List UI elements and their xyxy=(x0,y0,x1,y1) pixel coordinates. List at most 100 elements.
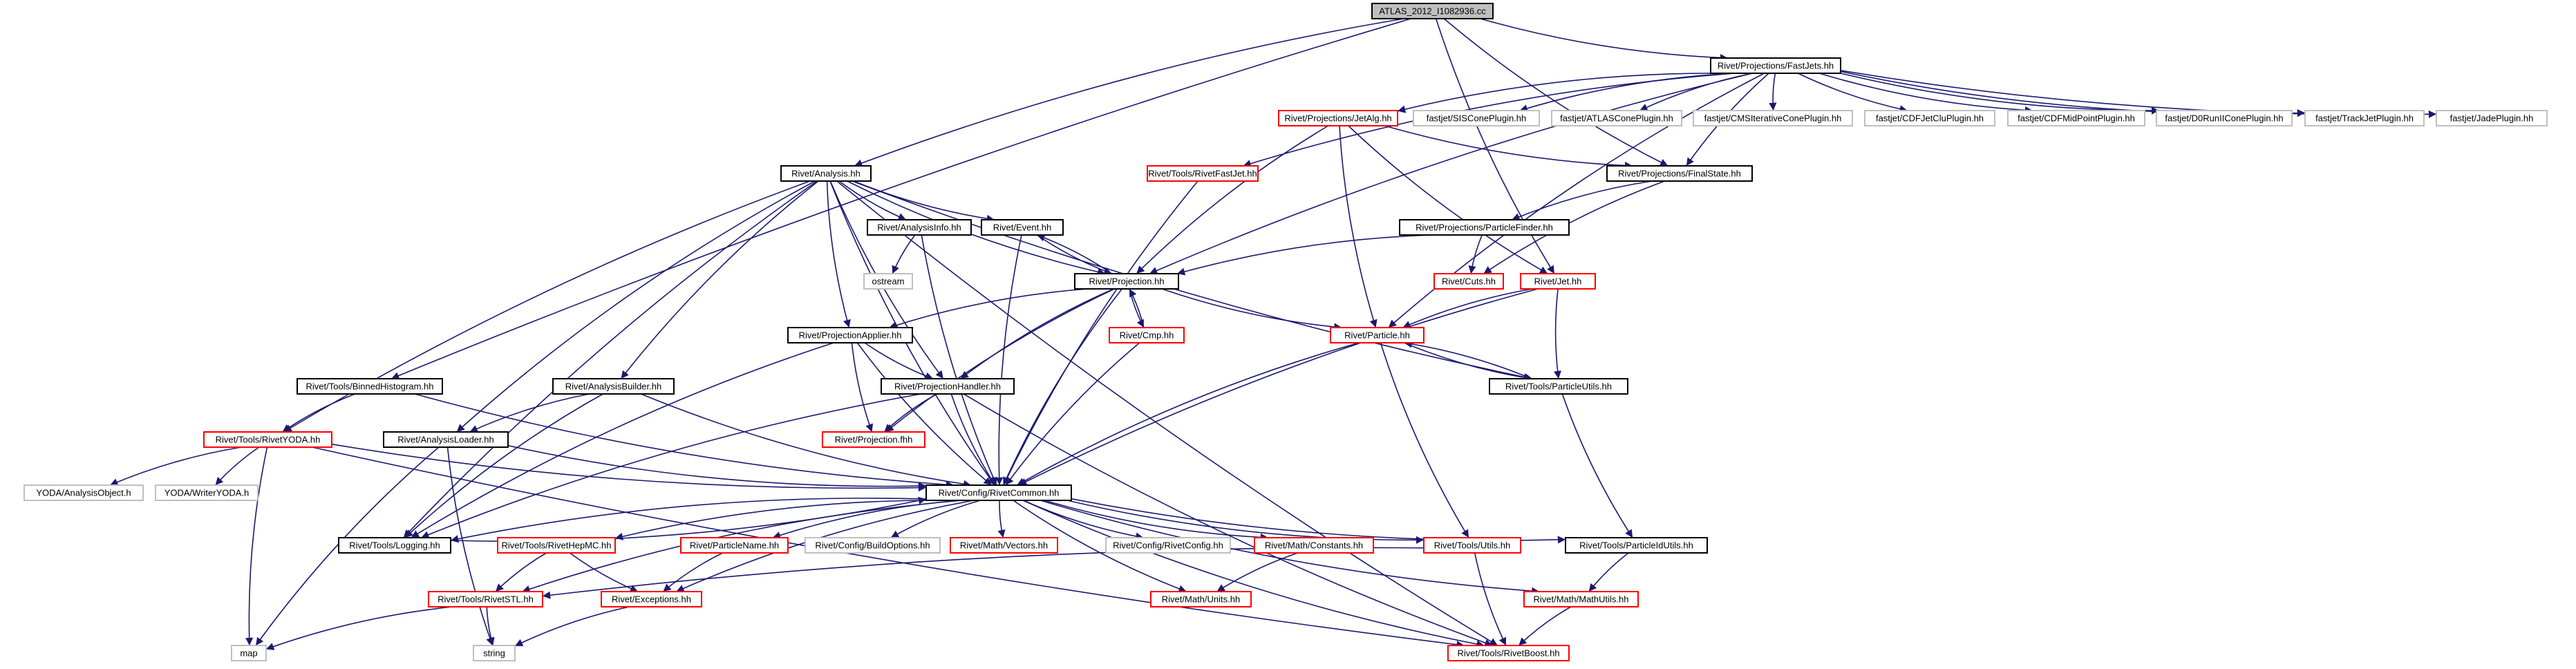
node-particle[interactable]: Rivet/Particle.hh xyxy=(1330,327,1425,343)
node-label: Rivet/Math/MathUtils.hh xyxy=(1534,594,1629,605)
node-label: Rivet/Math/Units.hh xyxy=(1162,594,1240,605)
node-label: Rivet/Exceptions.hh xyxy=(612,594,691,605)
node-rivetcommon[interactable]: Rivet/Config/RivetCommon.hh xyxy=(925,484,1072,501)
node-particlename[interactable]: Rivet/ParticleName.hh xyxy=(680,537,789,554)
node-analysisloader[interactable]: Rivet/AnalysisLoader.hh xyxy=(383,431,509,448)
edge-analysis-to-analysisbuilder xyxy=(620,180,819,379)
node-hepmc[interactable]: Rivet/Tools/RivetHepMC.hh xyxy=(497,537,616,554)
node-cdfjetclu[interactable]: fastjet/CDFJetCluPlugin.hh xyxy=(1864,110,1995,126)
node-analysisinfo[interactable]: Rivet/AnalysisInfo.hh xyxy=(867,219,972,236)
edge-root-to-finalstate xyxy=(1443,18,1668,167)
node-box xyxy=(805,537,941,554)
node-box xyxy=(1150,591,1252,607)
node-box xyxy=(2156,110,2293,126)
node-box xyxy=(473,645,516,661)
edge-analysis-to-particleutils xyxy=(852,180,1533,381)
node-utils[interactable]: Rivet/Tools/Utils.hh xyxy=(1423,537,1521,554)
edge-fastjets-to-trackjet xyxy=(1840,70,2306,117)
node-event[interactable]: Rivet/Event.hh xyxy=(981,219,1064,236)
node-box xyxy=(231,645,267,661)
node-string[interactable]: string xyxy=(473,645,516,661)
node-projection[interactable]: Rivet/Projection.hh xyxy=(1074,273,1179,290)
node-label: fastjet/CMSIterativeConePlugin.hh xyxy=(1704,113,1842,124)
edge-fastjets-to-cdfjetclu xyxy=(1797,73,1908,113)
node-siscone[interactable]: fastjet/SISConePlugin.hh xyxy=(1413,110,1540,126)
node-vectors[interactable]: Rivet/Math/Vectors.hh xyxy=(950,537,1058,554)
node-label: Rivet/Cmp.hh xyxy=(1120,330,1174,341)
edge-analysisinfo-to-ostream xyxy=(892,234,916,274)
edge-hepmc-to-exceptions xyxy=(569,552,639,592)
node-label: Rivet/ProjectionHandler.hh xyxy=(894,381,1001,392)
node-mathutils[interactable]: Rivet/Math/MathUtils.hh xyxy=(1523,591,1639,607)
node-fastjets[interactable]: Rivet/Projections/FastJets.hh xyxy=(1710,57,1841,74)
node-label: Rivet/Tools/BinnedHistogram.hh xyxy=(306,381,434,392)
node-yodaao[interactable]: YODA/AnalysisObject.h xyxy=(23,484,144,501)
node-atlascone[interactable]: fastjet/ATLASConePlugin.hh xyxy=(1551,110,1682,126)
node-ostream[interactable]: ostream xyxy=(863,273,913,290)
node-projapplier[interactable]: Rivet/ProjectionApplier.hh xyxy=(787,327,913,343)
node-label: Rivet/Analysis.hh xyxy=(791,169,861,179)
edge-projhandler-to-rivetboost xyxy=(963,393,1493,647)
edge-jet-to-particle xyxy=(1402,288,1533,328)
node-map[interactable]: map xyxy=(231,645,267,661)
edge-mathutils-to-rivetboost xyxy=(1518,606,1572,646)
node-cdfmid[interactable]: fastjet/CDFMidPointPlugin.hh xyxy=(2007,110,2145,126)
node-binned[interactable]: Rivet/Tools/BinnedHistogram.hh xyxy=(297,378,443,395)
node-cmsit[interactable]: fastjet/CMSIterativeConePlugin.hh xyxy=(1693,110,1853,126)
node-label: Rivet/Config/BuildOptions.hh xyxy=(815,540,930,551)
edge-analysis-to-projapplier xyxy=(826,180,851,328)
node-trackjet[interactable]: fastjet/TrackJetPlugin.hh xyxy=(2304,110,2425,126)
node-analysisbuilder[interactable]: Rivet/AnalysisBuilder.hh xyxy=(552,378,675,395)
node-label: Rivet/Projections/FastJets.hh xyxy=(1718,61,1834,71)
edge-analysisloader-to-rivetcommon xyxy=(507,444,927,490)
node-rivetboost[interactable]: Rivet/Tools/RivetBoost.hh xyxy=(1447,645,1570,661)
node-jade[interactable]: fastjet/JadePlugin.hh xyxy=(2436,110,2548,126)
node-label: Rivet/Math/Vectors.hh xyxy=(960,540,1048,551)
node-particlefinder[interactable]: Rivet/Projections/ParticleFinder.hh xyxy=(1399,219,1570,236)
edge-rivetcommon-to-vectors xyxy=(997,500,1006,538)
node-cuts[interactable]: Rivet/Cuts.hh xyxy=(1433,273,1504,290)
edge-analysis-to-logging xyxy=(403,180,818,538)
node-particleidutils[interactable]: Rivet/Tools/ParticleIdUtils.hh xyxy=(1565,537,1708,554)
node-label: map xyxy=(240,648,257,659)
node-buildoptions[interactable]: Rivet/Config/BuildOptions.hh xyxy=(805,537,941,554)
node-yodawriter[interactable]: YODA/WriterYODA.h xyxy=(155,484,258,501)
edge-jet-to-rivetcommon xyxy=(1018,288,1539,486)
node-label: fastjet/ATLASConePlugin.hh xyxy=(1560,113,1673,124)
node-constants[interactable]: Rivet/Math/Constants.hh xyxy=(1254,537,1374,554)
node-projhandler[interactable]: Rivet/ProjectionHandler.hh xyxy=(881,378,1015,395)
node-rivetconfig[interactable]: Rivet/Config/RivetConfig.hh xyxy=(1105,537,1231,554)
node-rivetyoda[interactable]: Rivet/Tools/RivetYODA.hh xyxy=(203,431,332,448)
node-units[interactable]: Rivet/Math/Units.hh xyxy=(1150,591,1252,607)
edge-root-to-analysis xyxy=(854,18,1404,167)
edge-analysis-to-projection xyxy=(847,180,1106,276)
node-rivetstl[interactable]: Rivet/Tools/RivetSTL.hh xyxy=(428,591,543,607)
node-box xyxy=(950,537,1058,554)
node-analysis[interactable]: Rivet/Analysis.hh xyxy=(780,165,872,182)
node-projfhh[interactable]: Rivet/Projection.fhh xyxy=(822,431,925,448)
node-jet[interactable]: Rivet/Jet.hh xyxy=(1520,273,1596,290)
node-box xyxy=(787,327,913,343)
edge-rivetyoda-to-rivetboost xyxy=(312,446,1465,649)
node-d0run2[interactable]: fastjet/D0RunIIConePlugin.hh xyxy=(2156,110,2293,126)
edge-projapplier-to-projfhh xyxy=(851,342,874,433)
node-finalstate[interactable]: Rivet/Projections/FinalState.hh xyxy=(1606,165,1753,182)
node-label: Rivet/Tools/RivetFastJet.hh xyxy=(1148,169,1257,179)
edge-analysisinfo-to-rivetcommon xyxy=(921,234,997,486)
node-root[interactable]: ATLAS_2012_I1082936.cc xyxy=(1371,3,1494,19)
node-particleutils[interactable]: Rivet/Tools/ParticleUtils.hh xyxy=(1489,378,1628,395)
edge-constants-to-units xyxy=(1216,552,1299,592)
edge-analysis-to-event xyxy=(853,180,995,223)
node-box xyxy=(2436,110,2548,126)
edge-fastjets-to-rivetfastjet xyxy=(1243,73,1736,168)
edge-rivetyoda-to-yodawriter xyxy=(215,446,260,486)
edge-rivetcommon-to-buildoptions xyxy=(890,500,981,538)
node-exceptions[interactable]: Rivet/Exceptions.hh xyxy=(601,591,702,607)
edge-event-to-rivetcommon xyxy=(995,234,1022,486)
node-rivetfastjet[interactable]: Rivet/Tools/RivetFastJet.hh xyxy=(1147,165,1259,182)
node-cmp[interactable]: Rivet/Cmp.hh xyxy=(1109,327,1185,343)
node-jetalg[interactable]: Rivet/Projections/JetAlg.hh xyxy=(1278,110,1398,126)
node-logging[interactable]: Rivet/Tools/Logging.hh xyxy=(338,537,451,554)
node-box xyxy=(155,484,258,501)
node-box xyxy=(497,537,616,554)
